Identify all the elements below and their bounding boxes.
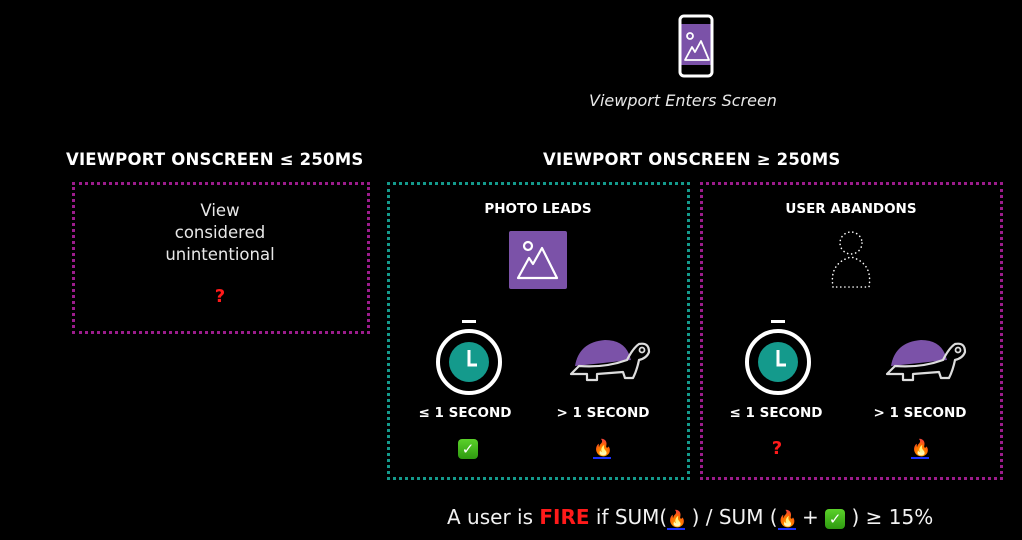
unintentional-text: View considered unintentional [150,200,290,266]
check-mark-icon: ✓ [458,439,478,459]
fire-icon: 🔥 [911,438,931,459]
formula-suffix: ) ≥ 15% [845,505,934,529]
fire-formula: A user is FIRE if SUM(🔥 ) / SUM (🔥 + ✓ )… [447,505,933,530]
stopwatch-icon [744,319,812,397]
right-section-heading: VIEWPORT ONSCREEN ≥ 250MS [543,150,841,169]
fire-glyph: 🔥 [593,438,613,459]
text-line: considered [174,223,266,242]
fire-icon: 🔥 [777,509,798,530]
photo-leads-box [387,182,690,480]
stopwatch-icon [435,319,503,397]
dotted-user-icon [825,229,877,291]
user-abandons-title: USER ABANDONS [785,201,917,217]
fast-label: ≤ 1 SECOND [418,405,512,421]
phone-image-icon [678,14,714,78]
fire-icon: 🔥 [593,438,613,459]
text-line: unintentional [165,245,275,264]
formula-prefix: A user is [447,505,540,529]
user-abandons-box [700,182,1003,480]
short-view-box [72,182,370,334]
fast-label: ≤ 1 SECOND [729,405,823,421]
photo-leads-title: PHOTO LEADS [484,201,592,217]
formula-text: if SUM( [589,505,668,529]
question-mark-icon: ? [771,438,783,459]
formula-text: + [795,505,826,529]
slow-label: > 1 SECOND [556,405,650,421]
check-mark-icon: ✓ [825,509,846,529]
question-mark-icon: ? [214,286,226,307]
photo-icon [509,231,567,289]
slow-label: > 1 SECOND [873,405,967,421]
turtle-icon [883,330,969,388]
fire-word: FIRE [539,505,590,529]
turtle-icon [567,330,653,388]
left-section-heading: VIEWPORT ONSCREEN ≤ 250MS [66,150,364,169]
text-line: View [200,201,240,220]
formula-text: ) / SUM ( [685,505,778,529]
fire-glyph: 🔥 [911,438,931,459]
fire-icon: 🔥 [667,509,688,530]
viewport-enters-caption: Viewport Enters Screen [589,91,777,110]
check-glyph: ✓ [458,439,478,459]
